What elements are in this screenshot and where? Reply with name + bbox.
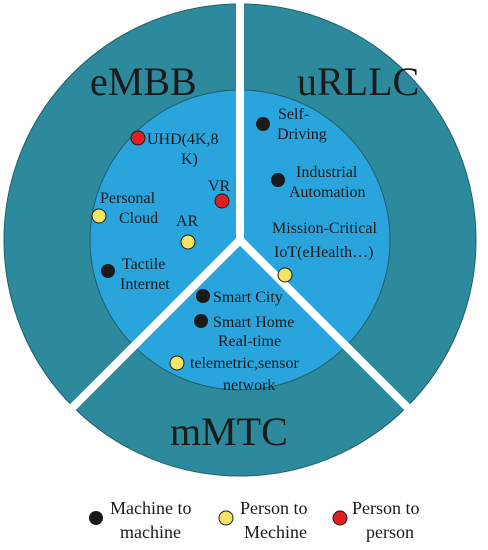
- sector-title-embb: eMBB: [90, 59, 197, 104]
- smart-city-label: Smart City: [213, 289, 283, 306]
- tactile-internet-marker-machine-to-machine: [101, 264, 115, 278]
- self-driving-label-line-1: Self-: [278, 106, 309, 123]
- industrial-automation-label-line-1: Industrial: [296, 164, 358, 181]
- industrial-automation-marker-machine-to-machine: [271, 173, 285, 187]
- self-driving-label: Self- Driving: [277, 106, 327, 143]
- realtime-telemetric-label-line-1: Real-time: [218, 333, 281, 350]
- legend-label-machine-to-machine-line-1: Machine to: [110, 498, 191, 518]
- vr-marker-person-to-person: [214, 193, 230, 209]
- personal-cloud-label-line-1: Personal: [100, 190, 156, 207]
- sector-title-urllc: uRLLC: [297, 59, 419, 104]
- legend-marker-person-to-machine: [218, 510, 234, 526]
- legend-marker-machine-to-machine: [89, 511, 103, 525]
- legend: Machine to machine Person to Mechine Per…: [89, 498, 424, 542]
- legend-label-person-to-machine-line-2: Mechine: [244, 522, 307, 542]
- mission-critical-iot-label: Mission-Critical IoT(eHealth…): [272, 220, 381, 261]
- personal-cloud-marker-person-to-machine: [91, 208, 107, 224]
- sector-dividers: [69, 0, 411, 411]
- mission-critical-iot-label-line-2: IoT(eHealth…): [274, 244, 374, 261]
- legend-label-person-to-person-line-1: Person to: [352, 498, 420, 518]
- uhd-label: UHD(4K,8 K): [147, 131, 223, 168]
- realtime-telemetric-label-line-2: telemetric,sensor: [190, 355, 300, 372]
- smart-home-label: Smart Home: [213, 314, 294, 331]
- legend-label-machine-to-machine: Machine to machine: [110, 498, 196, 542]
- tactile-internet-label-line-2: Internet: [120, 276, 170, 293]
- smart-city-marker-machine-to-machine: [196, 289, 210, 303]
- legend-label-machine-to-machine-line-2: machine: [120, 522, 181, 542]
- tactile-internet-label: Tactile Internet: [120, 256, 170, 293]
- ar-marker-person-to-machine: [180, 234, 196, 250]
- ar-label: AR: [176, 213, 199, 230]
- legend-label-person-to-machine: Person to Mechine: [240, 498, 312, 542]
- realtime-telemetric-label: Real-time telemetric,sensor network: [190, 333, 303, 394]
- self-driving-marker-machine-to-machine: [256, 117, 270, 131]
- legend-label-person-to-person: Person to person: [352, 498, 424, 542]
- realtime-telemetric-label-line-3: network: [223, 377, 275, 394]
- smart-home-marker-machine-to-machine: [194, 314, 208, 328]
- tactile-internet-label-line-1: Tactile: [122, 256, 165, 273]
- divider-lower-right: [237, 237, 411, 411]
- legend-marker-person-to-person: [332, 510, 348, 526]
- industrial-automation-label: Industrial Automation: [289, 164, 365, 201]
- self-driving-label-line-2: Driving: [277, 126, 327, 143]
- uhd-marker-person-to-person: [130, 130, 146, 146]
- uhd-label-line-1: UHD(4K,8: [147, 131, 219, 148]
- vr-label: VR: [208, 178, 231, 195]
- realtime-telemetric-marker-person-to-machine: [169, 355, 185, 371]
- mission-critical-iot-marker-person-to-machine: [277, 267, 293, 283]
- industrial-automation-label-line-2: Automation: [289, 184, 365, 201]
- sector-title-mmtc: mMTC: [170, 409, 288, 454]
- uhd-label-line-2: K): [181, 151, 198, 168]
- personal-cloud-label-line-2: Cloud: [119, 210, 158, 227]
- legend-label-person-to-machine-line-1: Person to: [240, 498, 308, 518]
- legend-label-person-to-person-line-2: person: [366, 522, 414, 542]
- mission-critical-iot-label-line-1: Mission-Critical: [272, 220, 377, 237]
- divider-lower-left: [69, 237, 243, 411]
- personal-cloud-label: Personal Cloud: [100, 190, 159, 227]
